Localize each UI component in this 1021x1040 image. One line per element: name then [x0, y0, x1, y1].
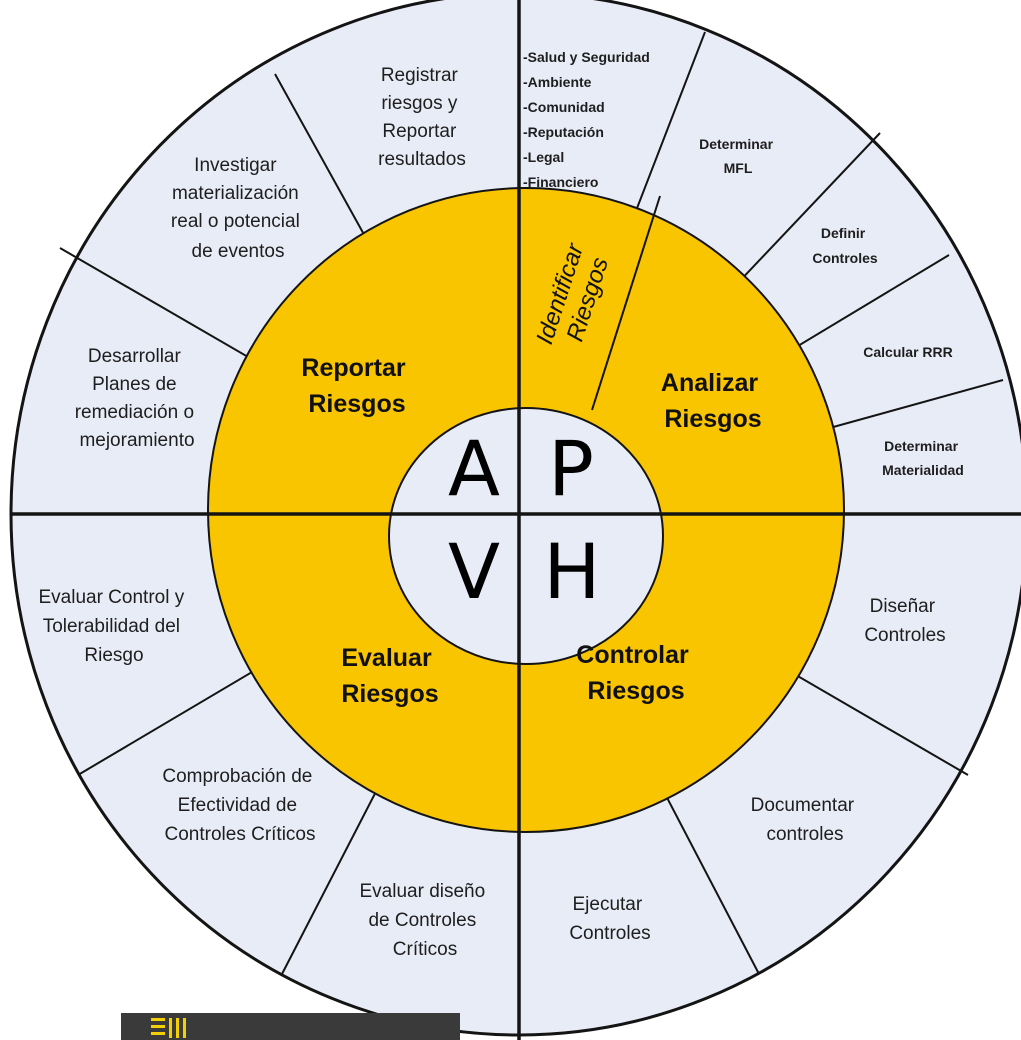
letter-h: H: [543, 527, 600, 616]
phase-evaluar: Evaluar Riesgos: [341, 644, 438, 708]
label-calcular-rrr: Calcular RRR: [863, 344, 952, 360]
logo-mark-icon: [151, 1018, 186, 1038]
label-desarrollar: Desarrollar Planes de remediación o mejo…: [75, 346, 200, 451]
center-circle: [388, 407, 664, 665]
letter-a: A: [448, 424, 500, 513]
phase-reportar: Reportar Riesgos: [301, 354, 412, 418]
identify-divider: [591, 195, 661, 411]
label-investigar: Investigar materialización real o potenc…: [171, 155, 305, 262]
label-determinar-materialidad: Determinar Materialidad: [882, 438, 964, 478]
label-determinar-mfl: Determinar MFL: [699, 136, 777, 176]
logo-banner: [121, 1013, 460, 1040]
label-disenar: Diseñar Controles: [864, 596, 945, 646]
label-documentar: Documentar controles: [751, 795, 860, 845]
label-ejecutar: Ejecutar Controles: [569, 894, 650, 944]
phase-controlar: Controlar Riesgos: [576, 641, 695, 705]
label-definir-controles: Definir Controles: [812, 225, 878, 266]
label-evaluar-control: Evaluar Control y Tolerabilidad del Ries…: [38, 587, 189, 666]
label-evaluar-diseno: Evaluar diseño de Controles Críticos: [360, 881, 491, 960]
letter-v: V: [448, 527, 500, 616]
label-consecuencias-list: -Salud y Seguridad -Ambiente -Comunidad …: [523, 49, 654, 190]
letter-p: P: [548, 424, 594, 513]
label-registrar: Registrar riesgos y Reportar resultados: [378, 65, 466, 170]
label-comprobacion: Comprobación de Efectividad de Controles…: [162, 766, 317, 845]
phase-analizar: Analizar Riesgos: [661, 369, 765, 433]
